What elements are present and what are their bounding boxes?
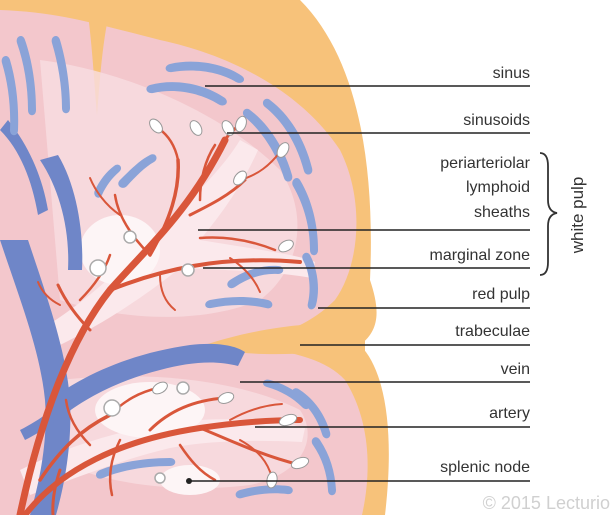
label-pals-line2: lymphoid — [466, 179, 530, 196]
labels: sinus sinusoids periarteriolar lymphoid … — [430, 65, 531, 476]
label-white-pulp: white pulp — [568, 177, 587, 255]
label-red-pulp: red pulp — [472, 286, 530, 303]
copyright-watermark: © 2015 Lecturio — [483, 493, 610, 513]
label-sinusoids: sinusoids — [463, 112, 530, 129]
label-marginal-zone: marginal zone — [430, 247, 531, 264]
label-artery: artery — [489, 405, 530, 422]
label-pals-line3: sheaths — [474, 204, 530, 221]
label-splenic-node: splenic node — [440, 459, 530, 476]
label-pals-line1: periarteriolar — [440, 155, 530, 172]
white-pulp-bracket — [540, 153, 557, 275]
label-vein: vein — [501, 361, 530, 378]
label-sinus: sinus — [493, 65, 530, 82]
label-trabeculae: trabeculae — [455, 323, 530, 340]
